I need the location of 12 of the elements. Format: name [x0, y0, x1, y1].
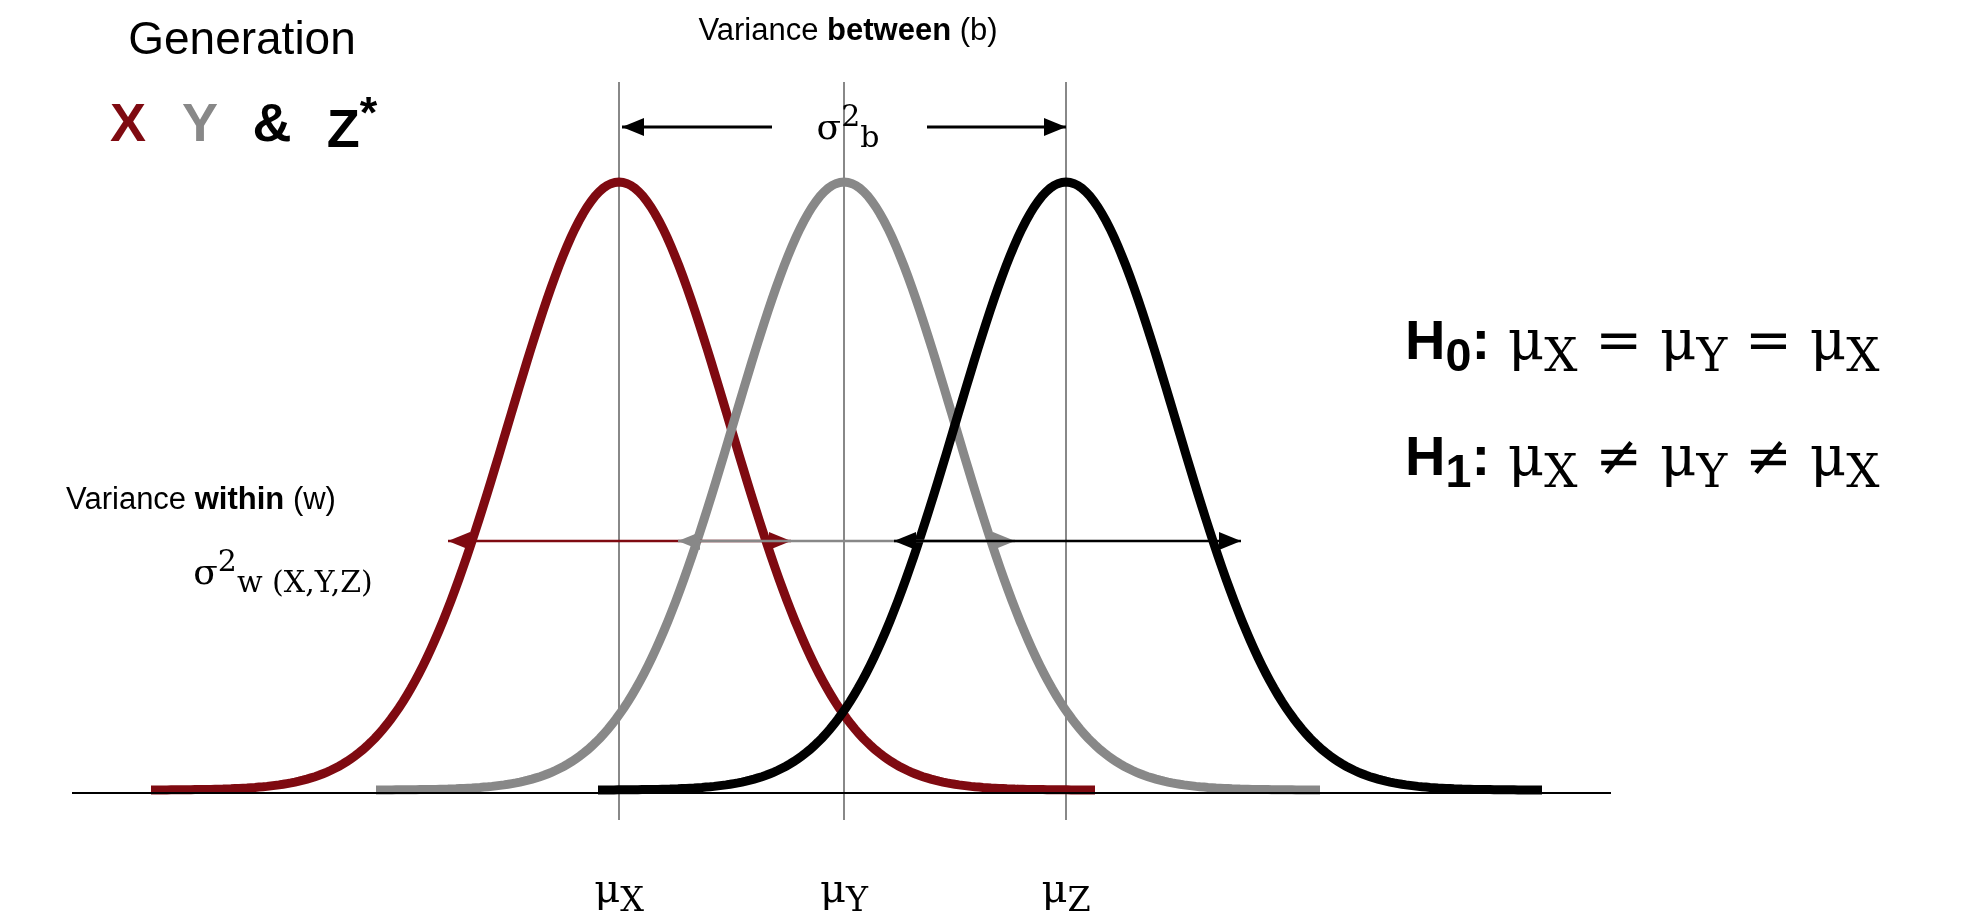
heading: Generation: [128, 12, 356, 64]
axis-label: μ$_{X}$: [594, 865, 644, 919]
generation-letter: X: [110, 93, 146, 153]
generation-letter: Z$^{*}$: [326, 87, 378, 159]
ampersand: &: [252, 93, 292, 153]
axis-label: μ$_{Z}$: [1041, 865, 1091, 919]
generation-letter: Y: [182, 93, 218, 153]
axis-label: μ$_{Y}$: [820, 865, 868, 919]
hypothesis-text: H$_{0}$: μ$_{X}$ = μ$_{Y}$ = μ$_{X}$: [1405, 308, 1880, 382]
hypothesis-text: H$_{1}$: μ$_{X}$ ≠ μ$_{Y}$ ≠ μ$_{X}$: [1405, 424, 1880, 498]
caption: Variance within (w): [66, 481, 336, 517]
caption: Variance between (b): [698, 12, 998, 48]
